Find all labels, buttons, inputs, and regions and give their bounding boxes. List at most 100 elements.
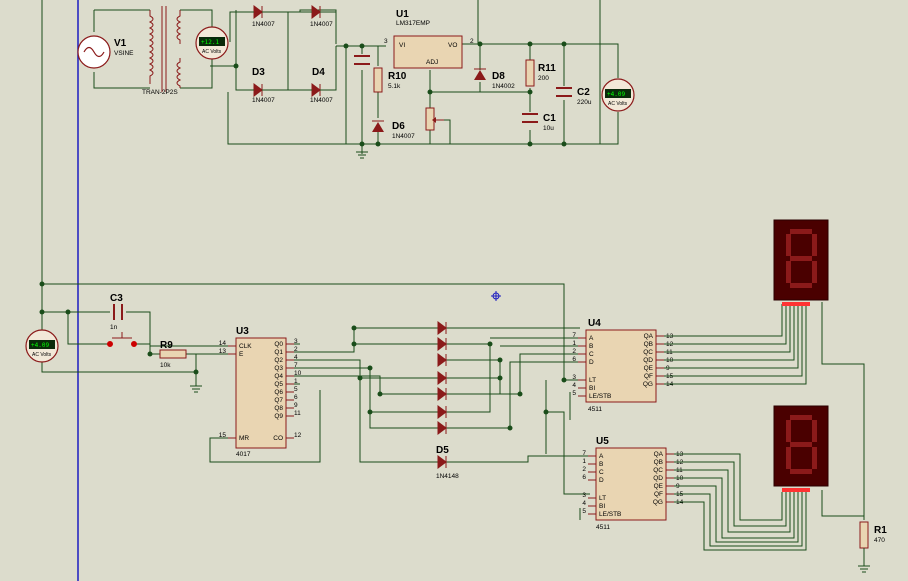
ac-voltmeter-3[interactable]: +4.09 AC Volts [25, 329, 59, 363]
diode-matrix[interactable] [437, 321, 447, 469]
u1-vo: VO [448, 42, 457, 49]
d6-value: 1N4007 [392, 133, 415, 140]
v1-sine-source[interactable]: V1 VSINE [77, 35, 134, 69]
u1-vi: VI [399, 42, 405, 49]
r1-resistor[interactable]: R1 470 [859, 521, 887, 566]
u1-adj: ADJ [426, 59, 438, 66]
d8-diode[interactable]: D8 1N4002 [474, 68, 515, 90]
u3-pin-number: 7 [294, 362, 298, 369]
counter-wires [41, 284, 865, 520]
u1-ref: U1 [396, 9, 409, 20]
u5-pin-name: QD [653, 475, 663, 482]
meter-3-value: +4.09 [31, 342, 49, 349]
u5-pin-number: 2 [582, 466, 586, 473]
transformer[interactable]: TRAN-2P2S [142, 6, 182, 96]
u4-pin-name: QG [643, 381, 653, 388]
c3-value: 1n [110, 324, 118, 331]
u4-pin-name: QC [643, 349, 653, 356]
u3-value: 4017 [236, 451, 251, 458]
d8-ref: D8 [492, 71, 505, 82]
u1-lm317-regulator[interactable]: U1 LM317EMP VI VO ADJ 3 2 [384, 9, 474, 69]
r9-ref: R9 [160, 340, 173, 351]
u5-pin-name: QB [654, 459, 663, 466]
input-capacitor[interactable] [354, 55, 370, 65]
u3-ref: U3 [236, 326, 249, 337]
d2-value: 1N4007 [310, 21, 333, 28]
u5-pin-name: B [599, 461, 603, 468]
u5-pin-name: QF [654, 491, 663, 498]
u5-pin-number: 5 [582, 508, 586, 515]
r10-resistor[interactable]: R10 5.1k [373, 67, 407, 93]
u5-pin-number: 4 [582, 500, 586, 507]
u4-ref: U4 [588, 318, 601, 329]
u3-pin-number: 5 [294, 386, 298, 393]
seven-segment-display-2[interactable] [773, 405, 829, 492]
seven-segment-display-1[interactable] [773, 219, 829, 306]
c2-ref: C2 [577, 87, 590, 98]
ac-voltmeter-1[interactable]: +12.1 AC Volts [195, 26, 229, 60]
d3-value: 1N4007 [252, 97, 275, 104]
u5-pin-name: BI [599, 503, 605, 510]
u4-pin-name: D [589, 359, 594, 366]
c1-capacitor[interactable] [522, 113, 538, 123]
u4-pin-name: QF [644, 373, 653, 380]
segment-wires [664, 304, 864, 551]
u5-pin-number: 1 [582, 458, 586, 465]
u5-pin-number: 7 [582, 450, 586, 457]
r10-value: 5.1k [388, 83, 401, 90]
push-button-switch[interactable] [107, 332, 137, 347]
d8-value: 1N4002 [492, 83, 515, 90]
u3-pin-number: 1 [294, 378, 298, 385]
ac-voltmeter-2[interactable]: +4.09 AC Volts [601, 78, 635, 112]
u5-pin-name: QA [654, 451, 664, 458]
u3-pin-name: CLK [239, 343, 252, 350]
u3-pin-name: Q7 [274, 397, 283, 404]
d5-value: 1N4148 [436, 473, 459, 480]
u4-value: 4511 [588, 406, 602, 413]
meter-2-label: AC Volts [608, 101, 628, 107]
u5-pin-name: QG [653, 499, 663, 506]
u3-pin-number: 10 [294, 370, 302, 377]
c2-capacitor[interactable] [556, 87, 572, 97]
u3-pin-number: 14 [219, 340, 227, 347]
junction-dots [39, 41, 567, 431]
u5-pin-name: C [599, 469, 604, 476]
u1-pin3: 3 [384, 38, 388, 45]
ground-symbol-2 [190, 385, 202, 393]
u3-pin-name: Q5 [274, 381, 283, 388]
meter-2-value: +4.09 [607, 91, 625, 98]
d6-diode[interactable]: D6 1N4007 [372, 120, 415, 140]
u3-pin-number: 12 [294, 432, 302, 439]
bridge-rectifier[interactable] [253, 5, 321, 97]
u5-value: 4511 [596, 524, 610, 531]
u4-pin-number: 4 [572, 382, 576, 389]
u5-pin-name: QE [654, 483, 664, 490]
r11-resistor[interactable]: R11 200 [525, 59, 556, 87]
u4-pin-name: LE/STB [589, 393, 611, 400]
u3-pin-name: Q2 [274, 357, 283, 364]
u3-pin-number: 13 [219, 348, 227, 355]
r9-resistor[interactable]: R9 10k [159, 340, 187, 369]
u4-pin-name: LT [589, 377, 596, 384]
u4-pin-name: QB [644, 341, 653, 348]
u4-pin-number: 5 [572, 390, 576, 397]
meter-3-label: AC Volts [32, 352, 52, 358]
v1-ref: V1 [114, 38, 127, 49]
u4-pin-name: QA [644, 333, 654, 340]
crosshair-cursor-icon [491, 291, 501, 301]
u5-pin-number: 3 [582, 492, 586, 499]
adjust-potentiometer[interactable] [425, 107, 444, 131]
d4-ref: D4 [312, 67, 325, 78]
d1-value: 1N4007 [252, 21, 275, 28]
u5-pin-name: D [599, 477, 604, 484]
r9-value: 10k [160, 362, 171, 369]
c3-ref: C3 [110, 293, 123, 304]
c3-capacitor[interactable] [113, 304, 123, 320]
u3-pin-name: CO [273, 435, 283, 442]
r1-ref: R1 [874, 525, 887, 536]
ground-symbol-1 [356, 151, 368, 159]
